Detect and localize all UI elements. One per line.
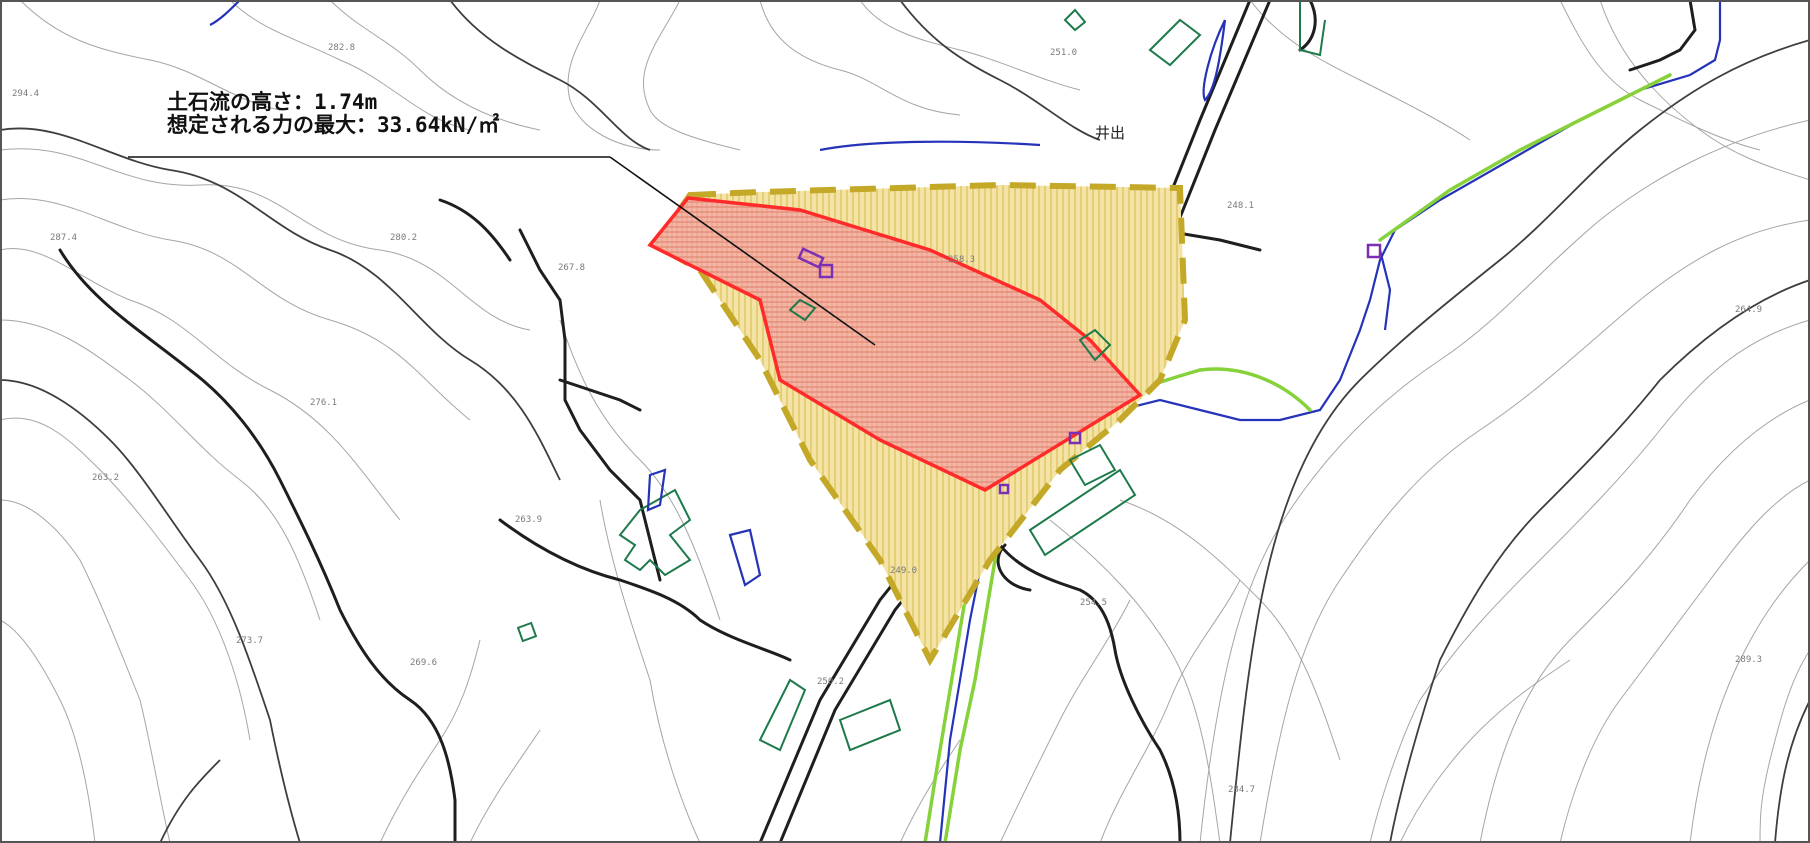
debris-flow-height-text: 土石流の高さ：1.74m — [167, 90, 378, 114]
svg-text:251.0: 251.0 — [1050, 48, 1077, 58]
svg-text:289.3: 289.3 — [1735, 655, 1762, 665]
svg-text:276.1: 276.1 — [310, 398, 337, 408]
svg-text:287.4: 287.4 — [50, 233, 77, 243]
svg-text:258.3: 258.3 — [948, 255, 975, 265]
svg-text:248.1: 248.1 — [1227, 201, 1254, 211]
svg-text:263.2: 263.2 — [92, 473, 119, 483]
debris-flow-annotation: 土石流の高さ：1.74m 想定される力の最大：33.64kN/㎡ — [167, 91, 499, 137]
svg-text:249.0: 249.0 — [890, 566, 917, 576]
ponds — [646, 468, 762, 587]
svg-text:269.6: 269.6 — [410, 658, 437, 668]
svg-text:267.8: 267.8 — [558, 263, 585, 273]
svg-text:282.8: 282.8 — [328, 43, 355, 53]
svg-text:263.9: 263.9 — [515, 515, 542, 525]
svg-text:294.4: 294.4 — [12, 89, 39, 99]
svg-text:280.2: 280.2 — [390, 233, 417, 243]
svg-text:264.9: 264.9 — [1735, 305, 1762, 315]
svg-text:254.5: 254.5 — [1080, 598, 1107, 608]
svg-text:273.7: 273.7 — [236, 636, 263, 646]
svg-text:250.2: 250.2 — [817, 677, 844, 687]
place-name-ide: 井出 — [1095, 124, 1125, 142]
svg-text:284.7: 284.7 — [1228, 785, 1255, 795]
annotation-leader — [128, 156, 876, 346]
max-force-text: 想定される力の最大：33.64kN/㎡ — [167, 113, 500, 137]
buildings — [516, 0, 1326, 752]
special-warning-zone[interactable] — [647, 196, 1143, 492]
elevation-labels: 294.4 282.8 287.4 280.2 267.8 276.1 263.… — [12, 43, 1762, 795]
facilities — [797, 243, 1382, 495]
